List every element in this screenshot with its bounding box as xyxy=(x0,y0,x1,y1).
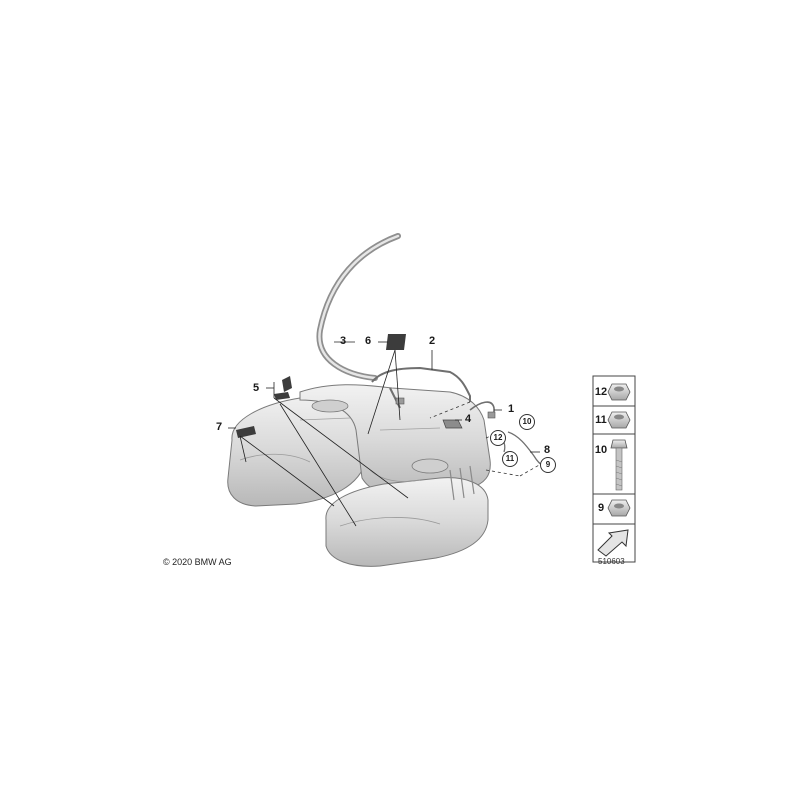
fuel-tank xyxy=(227,384,491,567)
callout-12: 12 xyxy=(490,430,506,446)
bolt-10-icon xyxy=(610,439,628,491)
bracket-part xyxy=(442,419,463,429)
arrow-icon xyxy=(597,529,629,557)
nut-12-icon xyxy=(607,383,631,401)
callout-1: 1 xyxy=(508,403,515,415)
pad-part-5 xyxy=(274,376,292,400)
legend-label-12: 12 xyxy=(594,386,608,398)
diagram-id: 510603 xyxy=(598,557,625,566)
callout-4: 4 xyxy=(465,413,472,425)
callout-3: 3 xyxy=(340,335,347,347)
fuel-line xyxy=(469,401,496,419)
copyright-text: © 2020 BMW AG xyxy=(163,557,232,567)
pad-part-6 xyxy=(386,334,406,350)
callout-6: 6 xyxy=(365,335,372,347)
callout-5: 5 xyxy=(253,382,260,394)
callout-2: 2 xyxy=(429,335,436,347)
nut-11-icon xyxy=(607,411,631,429)
leader-lines xyxy=(228,341,540,527)
legend-label-9: 9 xyxy=(597,502,605,514)
filler-hose xyxy=(316,233,401,381)
vent-pipe xyxy=(371,366,471,409)
pad-part-7 xyxy=(236,426,256,438)
callout-9: 9 xyxy=(540,457,556,473)
nut-9-icon xyxy=(607,499,631,517)
callout-10: 10 xyxy=(519,414,535,430)
callout-11: 11 xyxy=(502,451,518,467)
callout-8: 8 xyxy=(544,444,551,456)
legend-label-10: 10 xyxy=(594,444,608,456)
callout-7: 7 xyxy=(216,421,223,433)
legend-label-11: 11 xyxy=(595,414,607,426)
